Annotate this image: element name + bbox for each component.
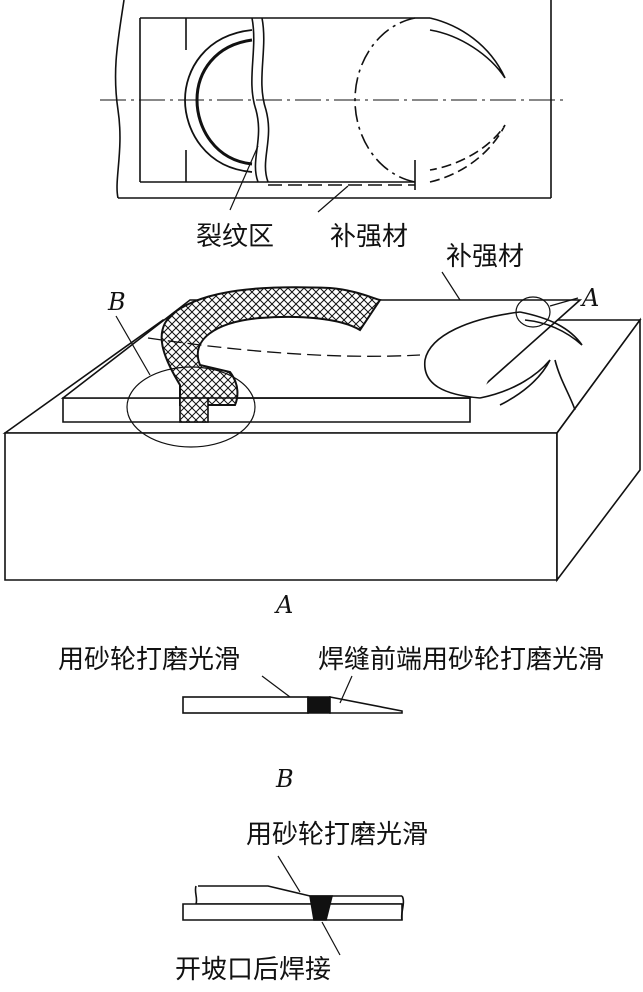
leader-a bbox=[549, 297, 579, 307]
detail-b-title: B bbox=[275, 765, 294, 793]
iso-view bbox=[2, 271, 642, 583]
marker-a-circle bbox=[515, 296, 551, 328]
detail-b-base-plate bbox=[182, 903, 403, 921]
crack-zone-arc-inner bbox=[195, 38, 253, 166]
detail-b-weld bbox=[309, 895, 334, 921]
detail-b-label-bottom: 开坡口后焊接 bbox=[175, 955, 331, 985]
marker-b-circle bbox=[126, 366, 256, 448]
leader-reinf-iso bbox=[441, 271, 461, 301]
leader-crack bbox=[229, 145, 259, 211]
detail-a-label-left: 用砂轮打磨光滑 bbox=[58, 645, 240, 675]
cutout-horn-top bbox=[429, 17, 506, 79]
detail-a-label-right: 焊缝前端用砂轮打磨光滑 bbox=[318, 645, 604, 675]
break-line bbox=[251, 17, 260, 183]
top-view bbox=[100, 0, 565, 213]
cutout-horn-bottom bbox=[429, 124, 506, 183]
detail-b-top-surface bbox=[198, 885, 402, 897]
iso-horn-bottom bbox=[479, 359, 551, 406]
detail-a-section bbox=[182, 675, 403, 714]
marker-a-label: A bbox=[580, 284, 599, 312]
detail-a-taper bbox=[329, 696, 403, 714]
plate-front bbox=[62, 397, 471, 423]
reinforcement-weld bbox=[160, 286, 382, 406]
marker-b-label: B bbox=[107, 288, 126, 316]
detail-b-section bbox=[182, 855, 405, 956]
detail-a-weld bbox=[307, 696, 331, 714]
detail-a-title: A bbox=[274, 591, 293, 619]
label-reinforcement-top: 补强材 bbox=[330, 222, 408, 252]
base-block-side bbox=[556, 317, 641, 583]
iso-horn-top bbox=[519, 311, 583, 346]
leader-b bbox=[115, 315, 151, 376]
iso-cutout-arc bbox=[424, 311, 521, 399]
crack-line bbox=[147, 337, 421, 357]
detail-b-label-top: 用砂轮打磨光滑 bbox=[246, 820, 428, 850]
beam-left-edge bbox=[114, 0, 125, 199]
label-reinforcement-iso: 补强材 bbox=[446, 242, 524, 272]
leader-reinf-top bbox=[317, 185, 349, 213]
label-crack-zone: 裂纹区 bbox=[196, 222, 274, 252]
detail-a-plate bbox=[182, 696, 309, 714]
base-block-front bbox=[4, 432, 558, 581]
